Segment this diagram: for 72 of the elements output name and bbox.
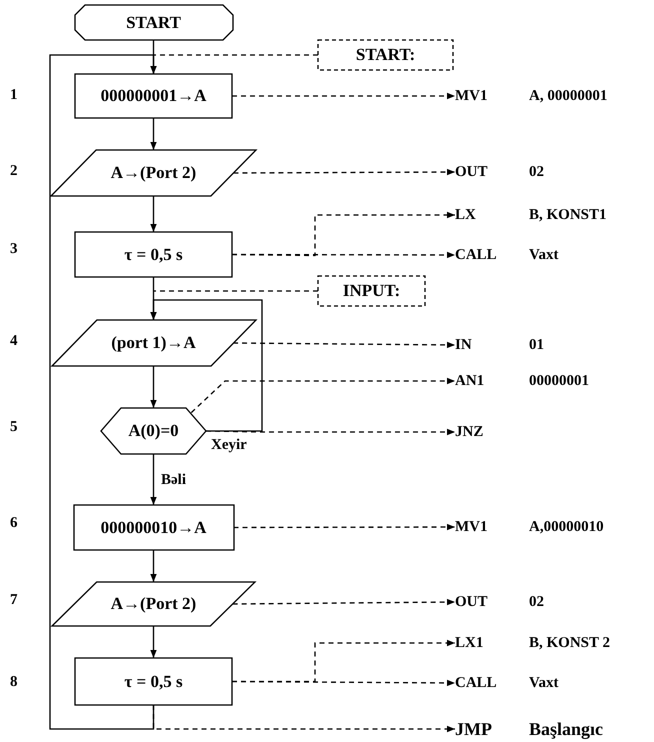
mnemonic-text: CALL (455, 674, 498, 692)
step-number: 1 (10, 87, 18, 104)
arrow (49, 54, 157, 730)
mnemonic-text: JNZ (455, 424, 484, 440)
node-text: A(0)=0 (128, 421, 179, 441)
mnemonic-text: OUT (455, 164, 489, 180)
process-box (75, 232, 232, 277)
dashed-arrow (152, 705, 455, 732)
node-text: INPUT: (342, 281, 400, 301)
dashed-arrow (232, 92, 455, 100)
step-number: 5 (10, 419, 18, 436)
mnemonic-text: AN1 (455, 372, 486, 390)
mnemonic-text: CALL (455, 246, 498, 264)
operand-text: 00000001 (529, 372, 589, 390)
node-text: A→(Port 2) (110, 163, 196, 183)
mnemonic-text: MV1 (455, 88, 488, 104)
operand-text: A, 00000001 (529, 88, 608, 104)
step-number: 8 (10, 674, 18, 691)
step-number: 7 (10, 592, 18, 609)
io-parallelogram (52, 320, 256, 366)
arrow (150, 454, 157, 505)
mnemonic-text: OUT (455, 594, 489, 610)
arrow (150, 366, 157, 408)
node-text: A→(Port 2) (110, 594, 196, 614)
dashed-arrow (206, 428, 455, 436)
node-text: τ = 0,5 s (124, 672, 183, 692)
node-text: τ = 0,5 s (124, 244, 183, 264)
edge-label: Xeyir (210, 437, 248, 453)
operand-text: B, KONST 2 (529, 634, 610, 652)
operand-text: B, KONST1 (529, 206, 607, 224)
node-text: START: (356, 45, 416, 65)
label-box (318, 276, 425, 306)
step-number: 3 (10, 241, 18, 258)
mnemonic-text: JMP (455, 718, 493, 740)
arrow (150, 299, 263, 432)
dashed-arrow (233, 342, 455, 348)
process-box (75, 74, 232, 118)
mnemonic-text: LX (455, 206, 477, 224)
dashed-arrow (190, 378, 455, 414)
mnemonic-text: MV1 (455, 518, 488, 536)
io-parallelogram (51, 150, 256, 196)
label-box (318, 40, 453, 70)
operand-text: A,00000010 (529, 518, 604, 536)
step-number: 2 (10, 163, 18, 180)
dashed-arrow (232, 598, 455, 606)
arrow (150, 550, 157, 582)
decision-hexagon (101, 408, 206, 454)
step-number: 4 (10, 333, 18, 350)
dashed-arrow (234, 524, 455, 530)
dashed-arrow (232, 680, 455, 686)
node-text: START (126, 12, 181, 32)
operand-text: Vaxt (529, 674, 558, 692)
dashed-arrow (232, 252, 455, 258)
process-box (74, 505, 234, 550)
io-parallelogram (52, 582, 255, 626)
dashed-arrow (233, 168, 455, 176)
start-terminal (74, 5, 232, 40)
node-text: 000000001→A (100, 86, 206, 106)
operand-text: Başlangıc (529, 718, 604, 740)
operand-text: Vaxt (529, 246, 558, 264)
node-text: (port 1)→A (111, 333, 196, 353)
mnemonic-text: LX1 (455, 634, 484, 652)
process-box (75, 658, 232, 705)
arrow (150, 118, 157, 150)
node-text: 000000010→A (100, 518, 206, 538)
step-number: 6 (10, 515, 18, 532)
operand-text: 02 (529, 594, 544, 610)
mnemonic-text: IN (455, 336, 473, 354)
operand-text: 01 (529, 336, 544, 354)
arrow (150, 626, 157, 658)
operand-text: 02 (529, 164, 544, 180)
arrow (150, 196, 157, 232)
